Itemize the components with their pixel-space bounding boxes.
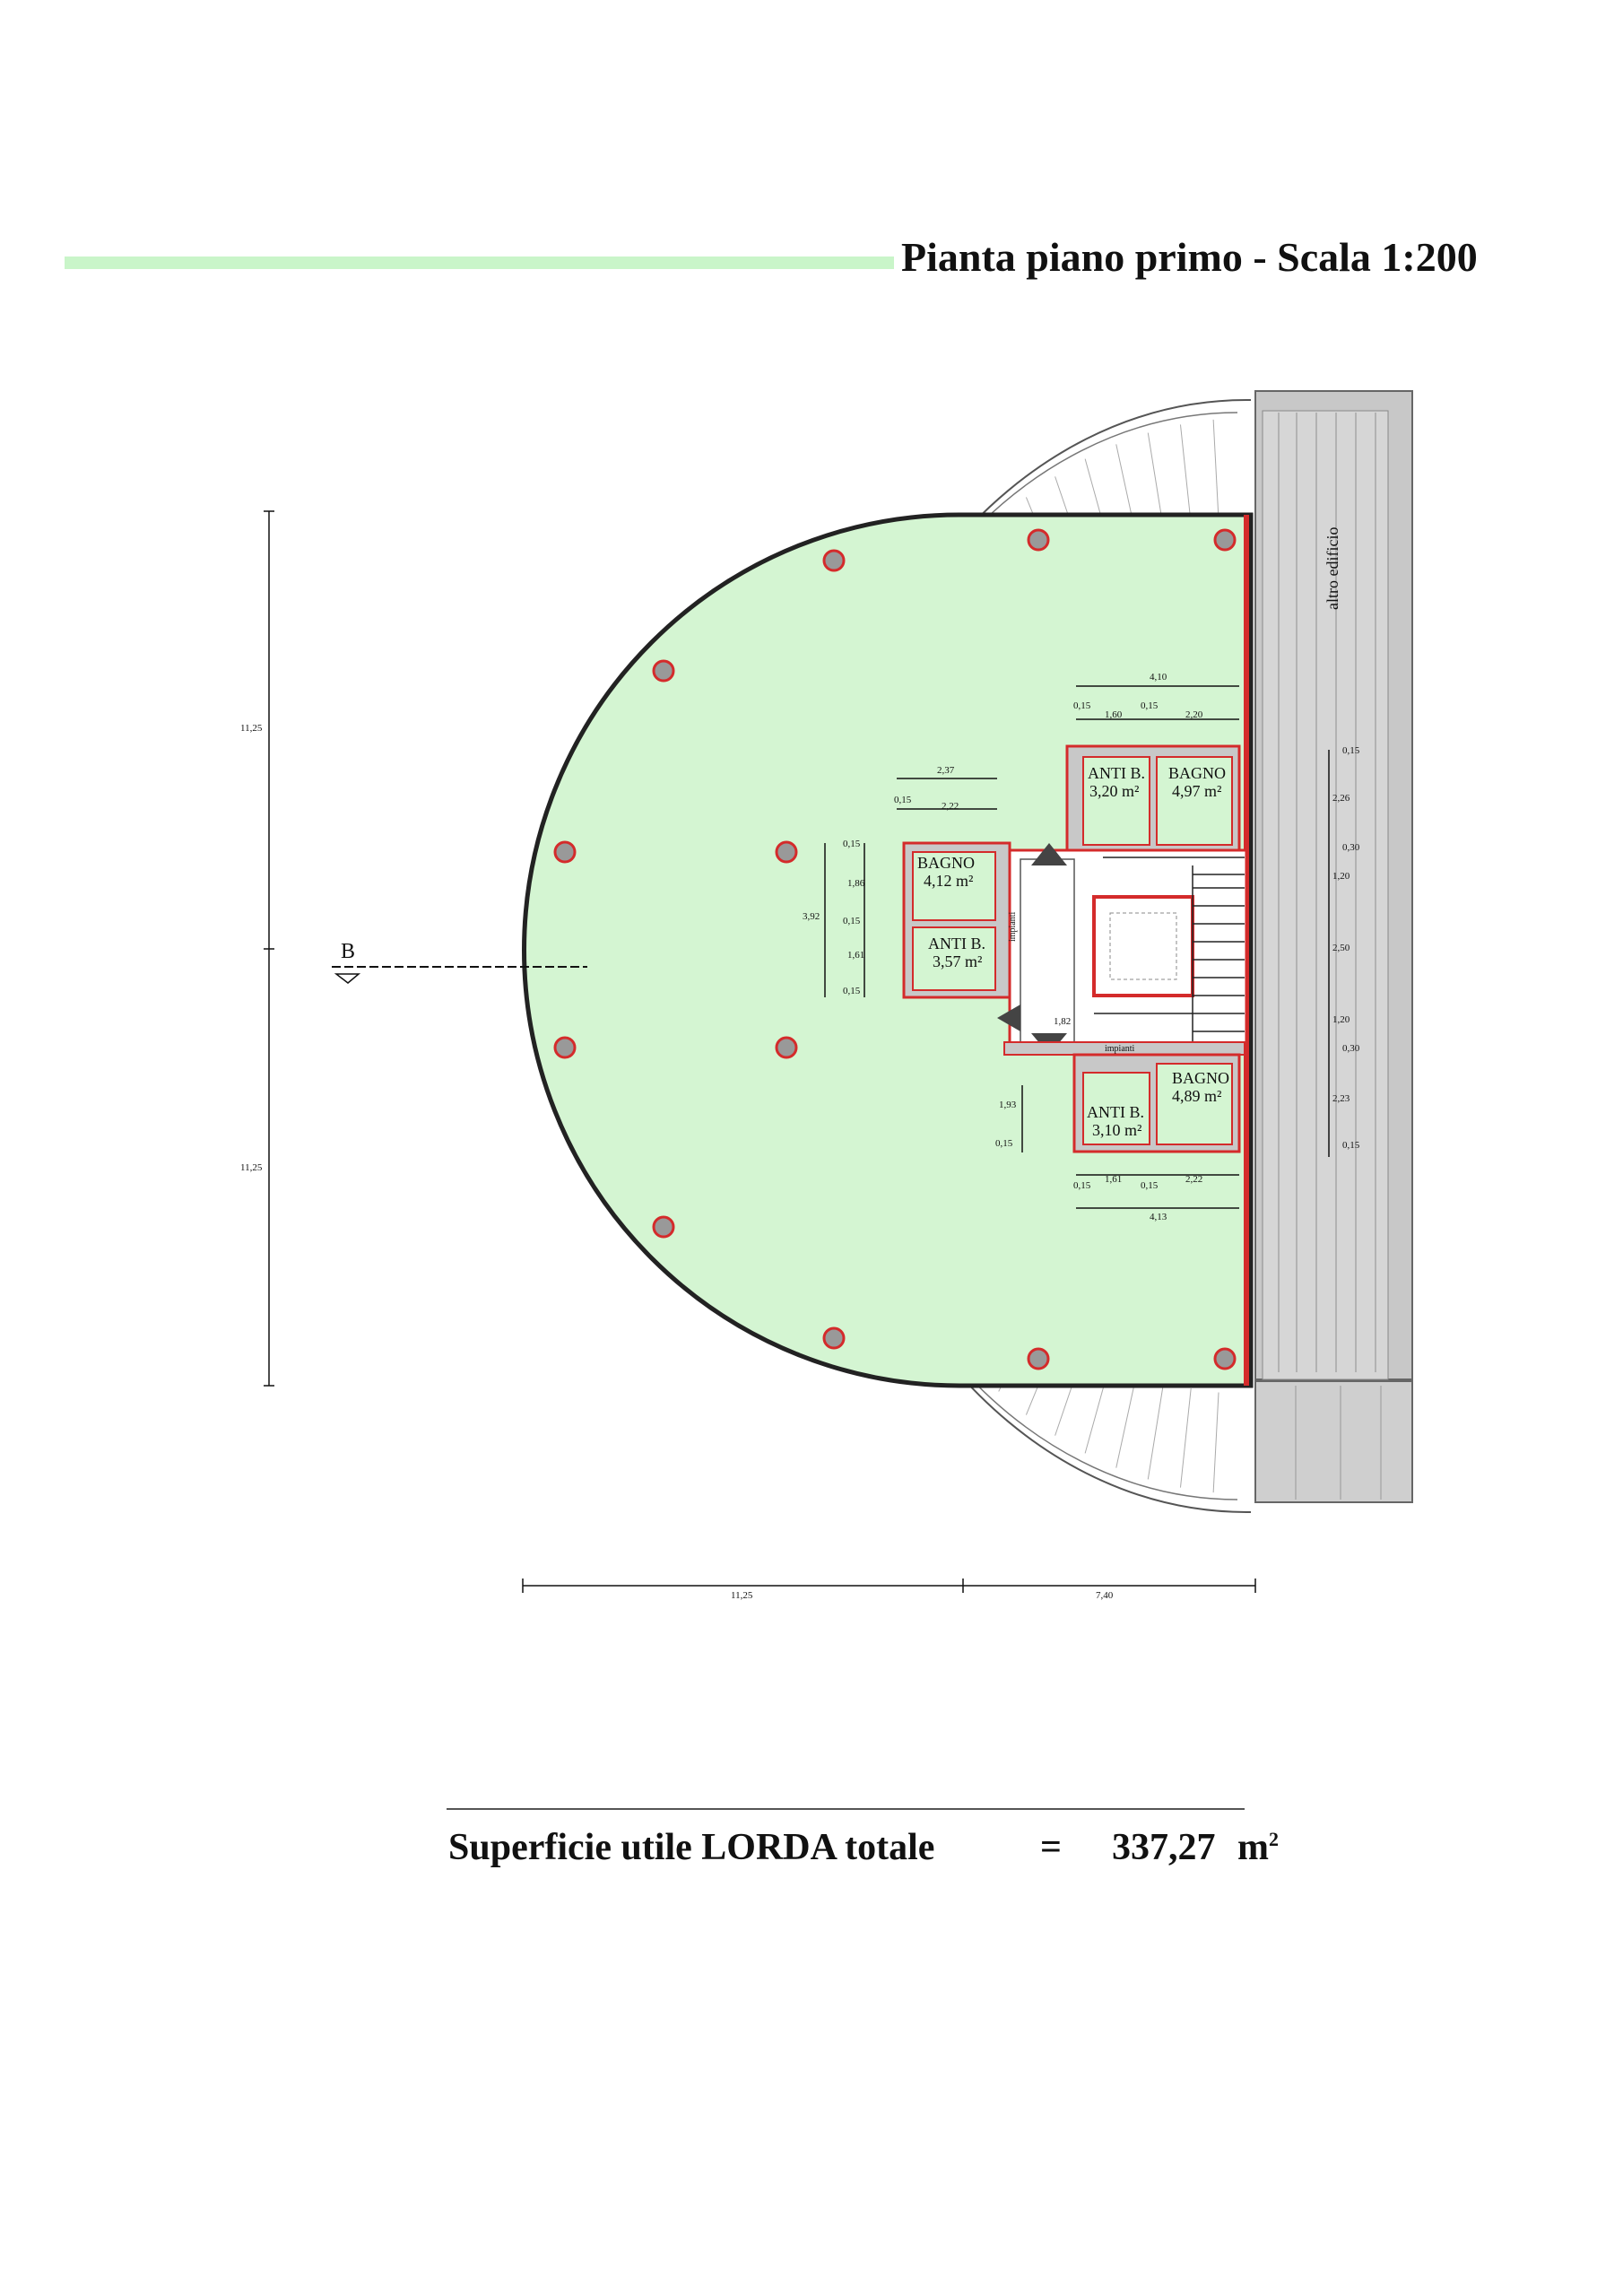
railing-segment [1212, 1392, 1219, 1493]
dimension-text: 1,86 [847, 878, 865, 889]
dimension-text: 1,20 [1332, 1014, 1350, 1025]
dimension-text: 11,25 [731, 1590, 753, 1601]
dimension-text: 1,82 [1054, 1016, 1071, 1027]
column [553, 840, 577, 864]
room-area: 3,57 m² [933, 952, 982, 970]
column [775, 840, 798, 864]
column [1213, 1347, 1237, 1370]
dimension-text: 2,26 [1332, 793, 1350, 804]
dimension-text: 0,15 [843, 839, 861, 849]
dimension-text: 3,92 [803, 911, 820, 922]
total-equals: = [1040, 1827, 1062, 1868]
dimension-text: 7,40 [1096, 1590, 1114, 1601]
column [652, 659, 675, 683]
dimension-text: 0,15 [1141, 1180, 1159, 1191]
dimension-text: 1,61 [847, 950, 864, 961]
total-area-summary: Superficie utile LORDA totale = 337,27 m… [448, 1826, 1279, 1869]
dimension-text: 11,25 [240, 723, 263, 734]
dimension-text: 0,15 [1141, 700, 1159, 711]
railing-segment [1179, 1387, 1192, 1488]
dimension-text: 0,15 [995, 1138, 1013, 1149]
dimension-text: 0,15 [1342, 1140, 1360, 1151]
railing-segment [1179, 424, 1192, 525]
floor-area [522, 512, 1254, 1388]
column [775, 1036, 798, 1059]
railing-segment [1115, 1372, 1138, 1468]
dimension-text: 0,15 [1073, 1180, 1091, 1191]
bathroom-block-west: BAGNO 4,12 m² ANTI B. 3,57 m² [902, 841, 1011, 999]
dimension-text: 2,50 [1332, 943, 1350, 953]
dimension-text: 0,30 [1342, 1043, 1360, 1054]
dimension-text: 2,22 [1185, 1174, 1202, 1185]
dimension-lines [264, 510, 1330, 1593]
neighbor-building: altro edificio [1254, 390, 1413, 1503]
room-name: BAGNO [1168, 764, 1226, 782]
section-b: B [332, 940, 587, 984]
column [1027, 528, 1050, 552]
room-name: ANTI B. [1088, 764, 1145, 782]
room-name: ANTI B. [928, 935, 985, 952]
columns [553, 528, 1237, 1370]
railing-segment [1147, 1381, 1165, 1480]
dimension-text: 11,25 [240, 1162, 263, 1173]
room-area: 4,12 m² [924, 872, 973, 890]
room-area: 3,20 m² [1089, 782, 1139, 800]
total-unit: m2 [1237, 1827, 1279, 1868]
page-title: Pianta piano primo - Scala 1:200 [901, 234, 1478, 280]
total-label: Superficie utile LORDA totale [448, 1827, 935, 1868]
dimension-text: 1,20 [1332, 871, 1350, 882]
room-area: 3,10 m² [1092, 1121, 1141, 1139]
impianti-label: impianti [1105, 1044, 1135, 1054]
column [822, 549, 846, 572]
dimension-text: 0,15 [843, 916, 861, 926]
bathroom-block-north: ANTI B. 3,20 m² BAGNO 4,97 m² [1065, 744, 1241, 857]
neighbor-label: altro edificio [1324, 527, 1341, 610]
dimension-text: 1,60 [1105, 709, 1123, 720]
column [553, 1036, 577, 1059]
column [1213, 528, 1237, 552]
total-divider [447, 1808, 1245, 1810]
impianti-label: impianti [1008, 911, 1018, 942]
stair-core: impianti impianti 1,82 [997, 843, 1248, 1056]
column [822, 1326, 846, 1350]
dimension-text: 0,15 [843, 986, 861, 996]
total-value: 337,27 [1112, 1827, 1216, 1868]
column [652, 1215, 675, 1239]
room-name: BAGNO [1172, 1069, 1229, 1087]
bathroom-block-south: ANTI B. 3,10 m² BAGNO 4,89 m² [1072, 1053, 1241, 1153]
title-underline [65, 257, 894, 269]
column [1027, 1347, 1050, 1370]
room-name: ANTI B. [1087, 1103, 1144, 1121]
dimension-text: 1,61 [1105, 1174, 1122, 1185]
dimension-text: 2,22 [942, 801, 959, 812]
section-label: B [341, 940, 355, 963]
room-area: 4,97 m² [1172, 782, 1221, 800]
dimension-texts: 11,25 11,25 11,25 7,40 4,10 0,15 1,60 0,… [240, 672, 1360, 1601]
dimension-text: 0,30 [1342, 842, 1360, 853]
dimension-text: 0,15 [1342, 745, 1360, 756]
dimension-text: 0,15 [894, 795, 912, 805]
dimension-text: 1,93 [999, 1100, 1017, 1110]
dimension-text: 2,37 [937, 765, 955, 776]
dimension-text: 0,15 [1073, 700, 1091, 711]
room-name: BAGNO [917, 854, 975, 872]
room-area: 4,89 m² [1172, 1087, 1221, 1105]
dimension-text: 2,20 [1185, 709, 1203, 720]
dimension-text: 4,13 [1150, 1212, 1167, 1222]
railing-segment [1212, 419, 1219, 520]
dimension-text: 4,10 [1150, 672, 1167, 683]
dimension-text: 2,23 [1332, 1093, 1350, 1104]
